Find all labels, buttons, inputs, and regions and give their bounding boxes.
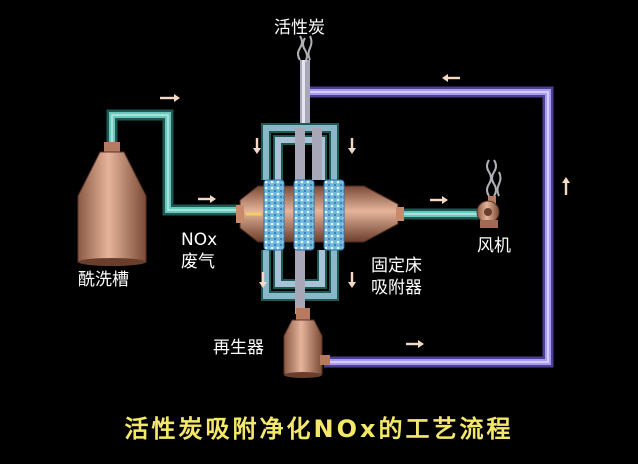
purple-pipe <box>306 86 554 368</box>
fan-plume <box>486 159 502 197</box>
flow-arrows <box>160 74 570 348</box>
regenerator <box>283 308 330 378</box>
waste-gas-label: 废气 <box>181 252 215 272</box>
teal-pipe <box>106 109 258 216</box>
top-manifold <box>261 60 339 180</box>
nox-label: NOx <box>181 230 218 250</box>
carbon-plume <box>297 35 313 63</box>
fixed-bed-label-1: 固定床 <box>371 256 422 276</box>
acid-tank-label: 酰洗槽 <box>78 270 129 290</box>
activated-carbon-label: 活性炭 <box>274 18 325 38</box>
fixed-bed-adsorber <box>236 179 404 251</box>
bottom-manifold <box>261 250 339 314</box>
fan-icon <box>476 196 500 228</box>
acid-tank <box>77 142 147 266</box>
fixed-bed-label-2: 吸附器 <box>371 278 422 298</box>
regenerator-label: 再生器 <box>213 338 264 358</box>
diagram-title: 活性炭吸附净化NOx的工艺流程 <box>124 415 514 443</box>
fan-label: 风机 <box>477 236 511 256</box>
